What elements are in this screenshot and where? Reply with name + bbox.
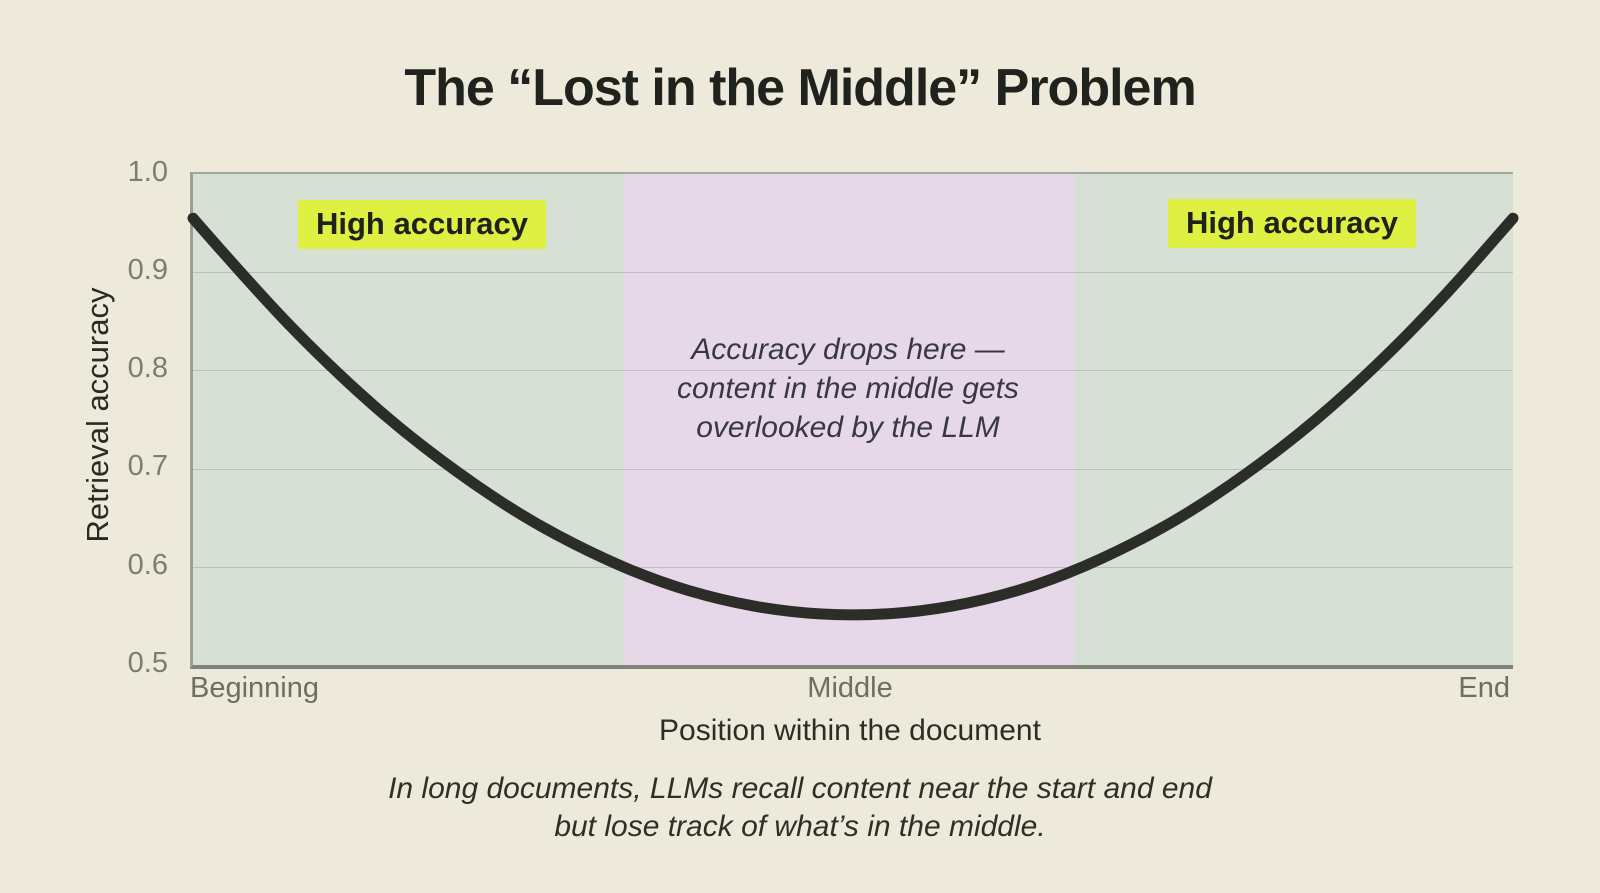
caption: In long documents, LLMs recall content n… <box>0 770 1600 846</box>
plot-area: High accuracy High accuracy Accuracy dro… <box>187 172 1519 669</box>
accuracy-curve-path <box>187 212 1519 621</box>
high-accuracy-badge-left: High accuracy <box>298 200 546 249</box>
caption-line-1: In long documents, LLMs recall content n… <box>388 772 1212 805</box>
y-tick-label: 0.9 <box>127 254 168 286</box>
page-title: The “Lost in the Middle” Problem <box>404 59 1196 117</box>
y-tick-label: 0.8 <box>127 352 168 384</box>
y-tick-label: 0.6 <box>127 549 168 581</box>
middle-annotation-line-2: content in the middle gets <box>677 372 1019 405</box>
gridline-0.9 <box>193 272 1513 274</box>
middle-annotation-line-3: overlooked by the LLM <box>696 411 1000 444</box>
gridline-0.6 <box>193 566 1513 568</box>
gridline-0.7 <box>193 468 1513 470</box>
x-tick-end: End <box>1458 672 1510 704</box>
y-tick-label: 1.0 <box>127 156 168 188</box>
middle-annotation-line-1: Accuracy drops here — <box>691 333 1005 366</box>
y-tick-label: 0.5 <box>127 647 168 679</box>
accuracy-curve <box>187 212 1519 621</box>
x-tick-middle: Middle <box>807 672 893 704</box>
y-tick-label: 0.7 <box>127 450 168 482</box>
y-axis-title: Retrieval accuracy <box>80 287 115 543</box>
x-axis-title: Position within the document <box>659 714 1041 747</box>
middle-annotation: Accuracy drops here — content in the mid… <box>623 330 1073 447</box>
x-tick-beginning: Beginning <box>190 672 319 704</box>
gridline-0.8 <box>193 370 1513 372</box>
high-accuracy-badge-right: High accuracy <box>1168 199 1416 248</box>
middle-band <box>624 174 1075 665</box>
caption-line-2: but lose track of what’s in the middle. <box>554 810 1046 843</box>
